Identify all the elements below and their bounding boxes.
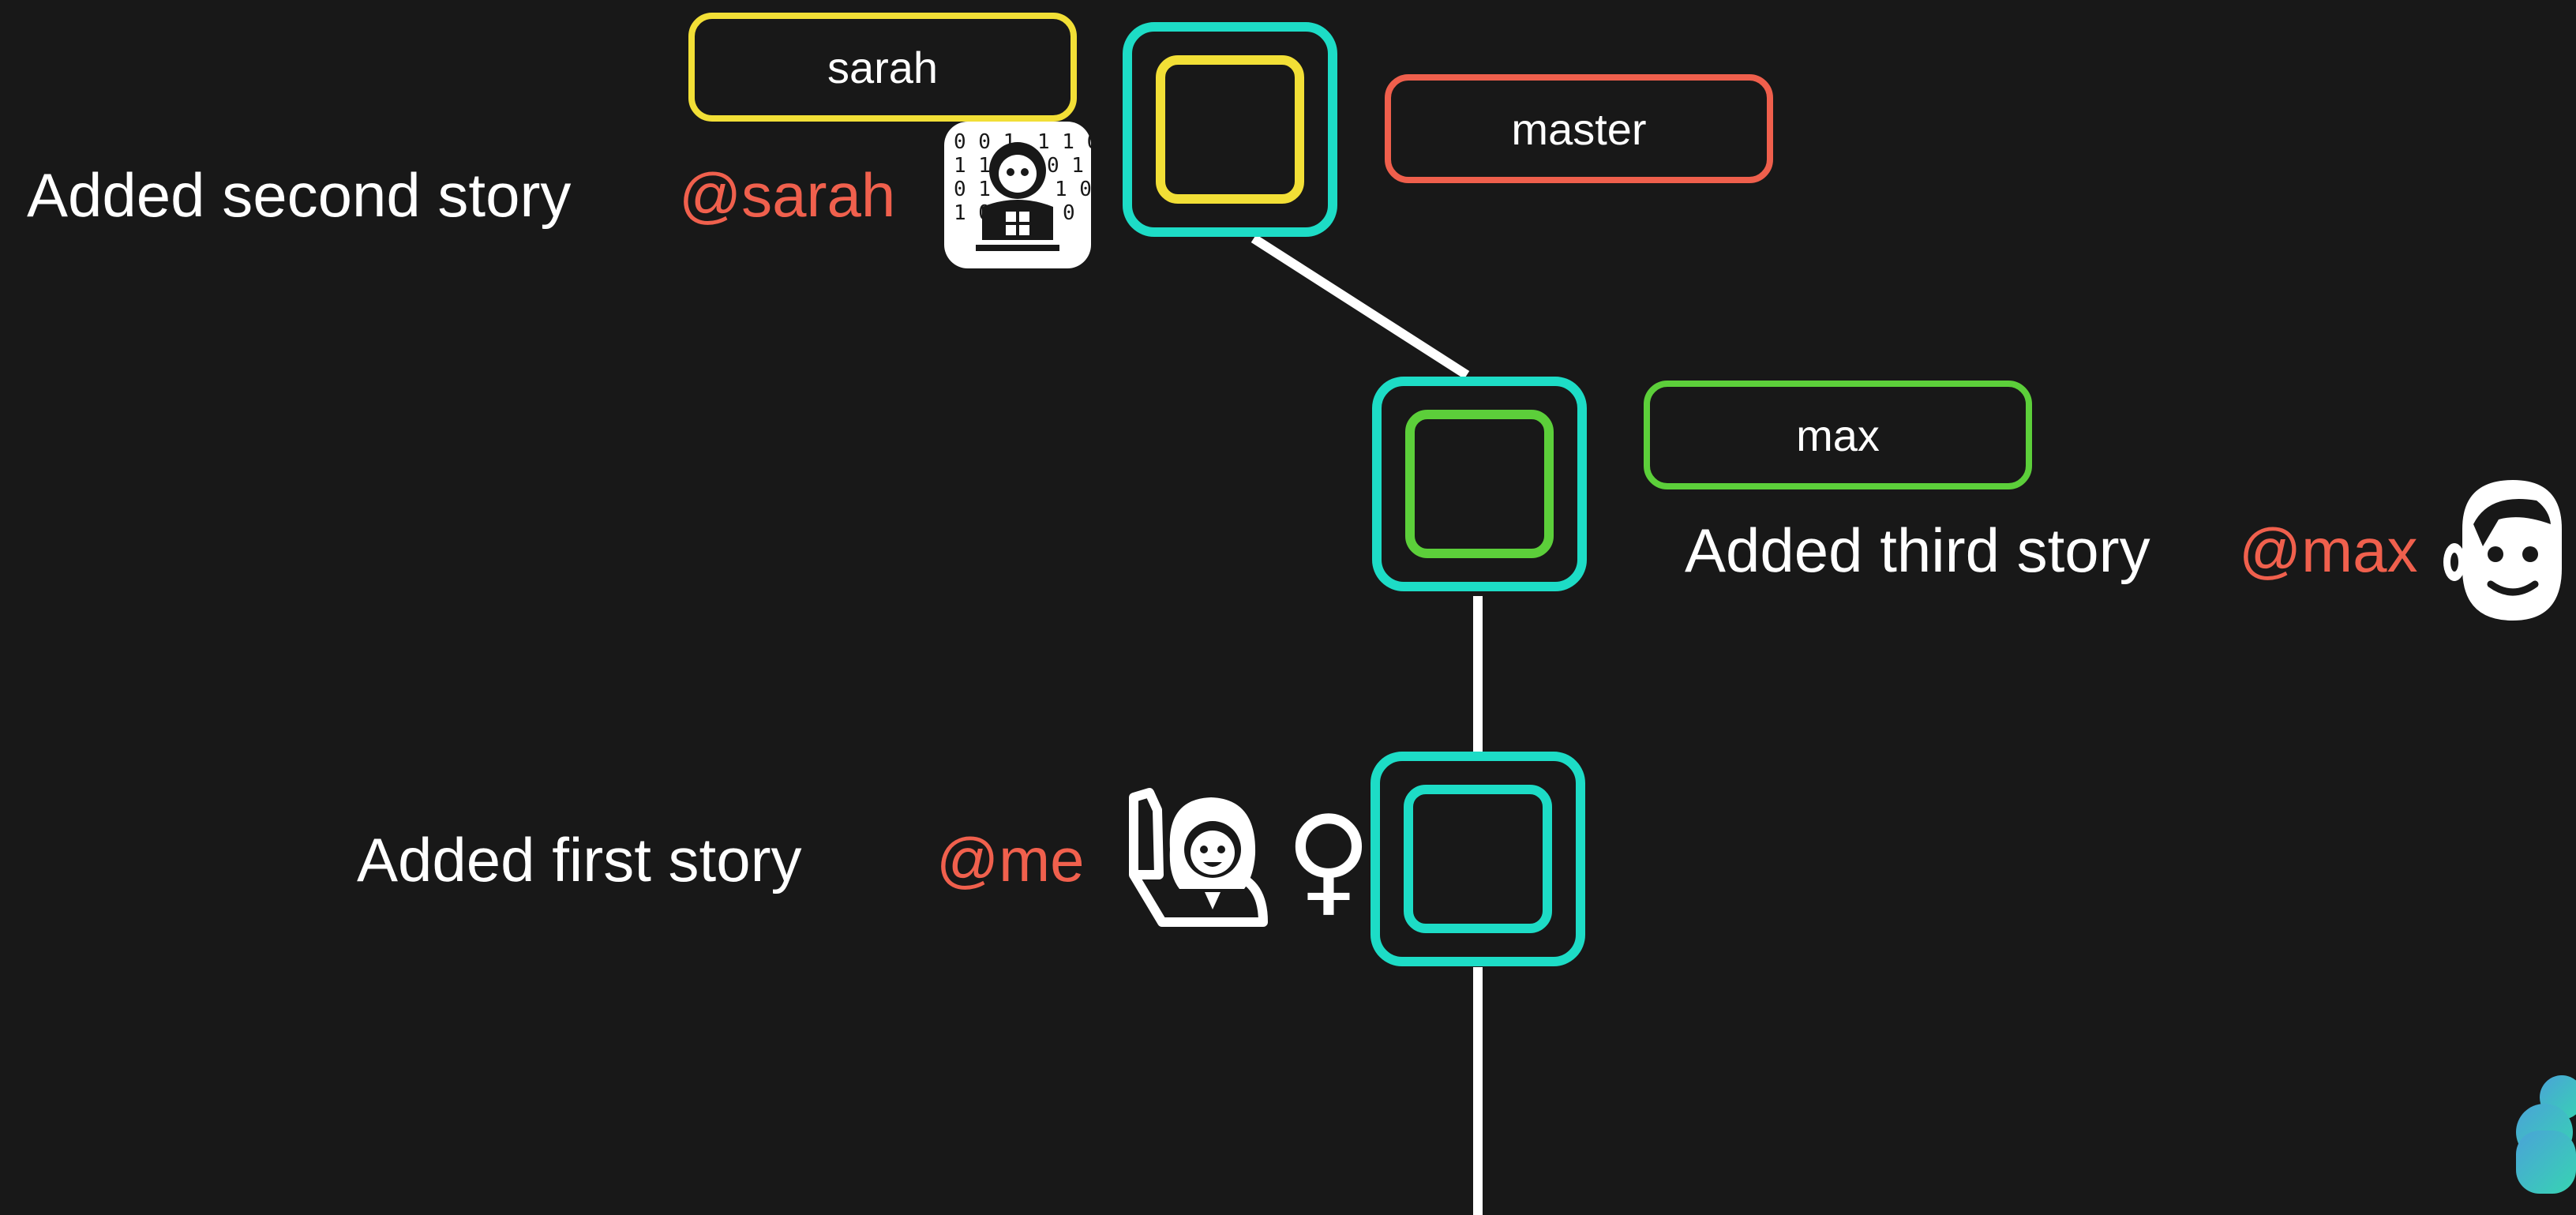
commit-node-first[interactable] [1370,752,1585,966]
svg-text:1 0: 1 0 [1055,178,1091,201]
commit-author-third: @max [2239,516,2418,585]
commit-node-third[interactable] [1372,377,1587,591]
female-sign-symbol: ♀ [1285,791,1372,928]
commit-author-second: @sarah [679,160,896,230]
svg-text:0 1: 0 1 [954,178,991,201]
commit-author-first: @me [936,825,1085,894]
branch-label-master[interactable]: master [1385,74,1773,183]
commit-message-second: Added second story [27,160,572,230]
man-face-icon [2443,480,2562,621]
connector-second-to-third [1251,234,1470,380]
woman-technologist-icon: 0 0 11 1 0 1 1 00 1 0 11 0 1 00 [944,122,1091,268]
commit-node-second-branch-marker [1156,55,1304,204]
svg-text:1 1 0: 1 1 0 [1037,130,1091,154]
cloud-icon [2516,1075,2576,1194]
commit-node-third-branch-marker [1405,410,1554,558]
svg-text:0: 0 [1063,201,1075,225]
woman-raising-hand-icon [1129,788,1268,927]
branch-label-sarah[interactable]: sarah [688,13,1077,122]
branch-label-max[interactable]: max [1644,381,2032,489]
branch-label-master-text: master [1511,103,1647,154]
commit-message-third: Added third story [1685,516,2150,585]
branch-label-sarah-text: sarah [827,42,939,92]
svg-text:0 1: 0 1 [1047,154,1084,178]
branch-label-max-text: max [1796,410,1880,460]
commit-message-first: Added first story [357,825,802,894]
commit-node-second[interactable] [1123,22,1337,237]
commit-node-first-branch-marker [1404,785,1552,933]
